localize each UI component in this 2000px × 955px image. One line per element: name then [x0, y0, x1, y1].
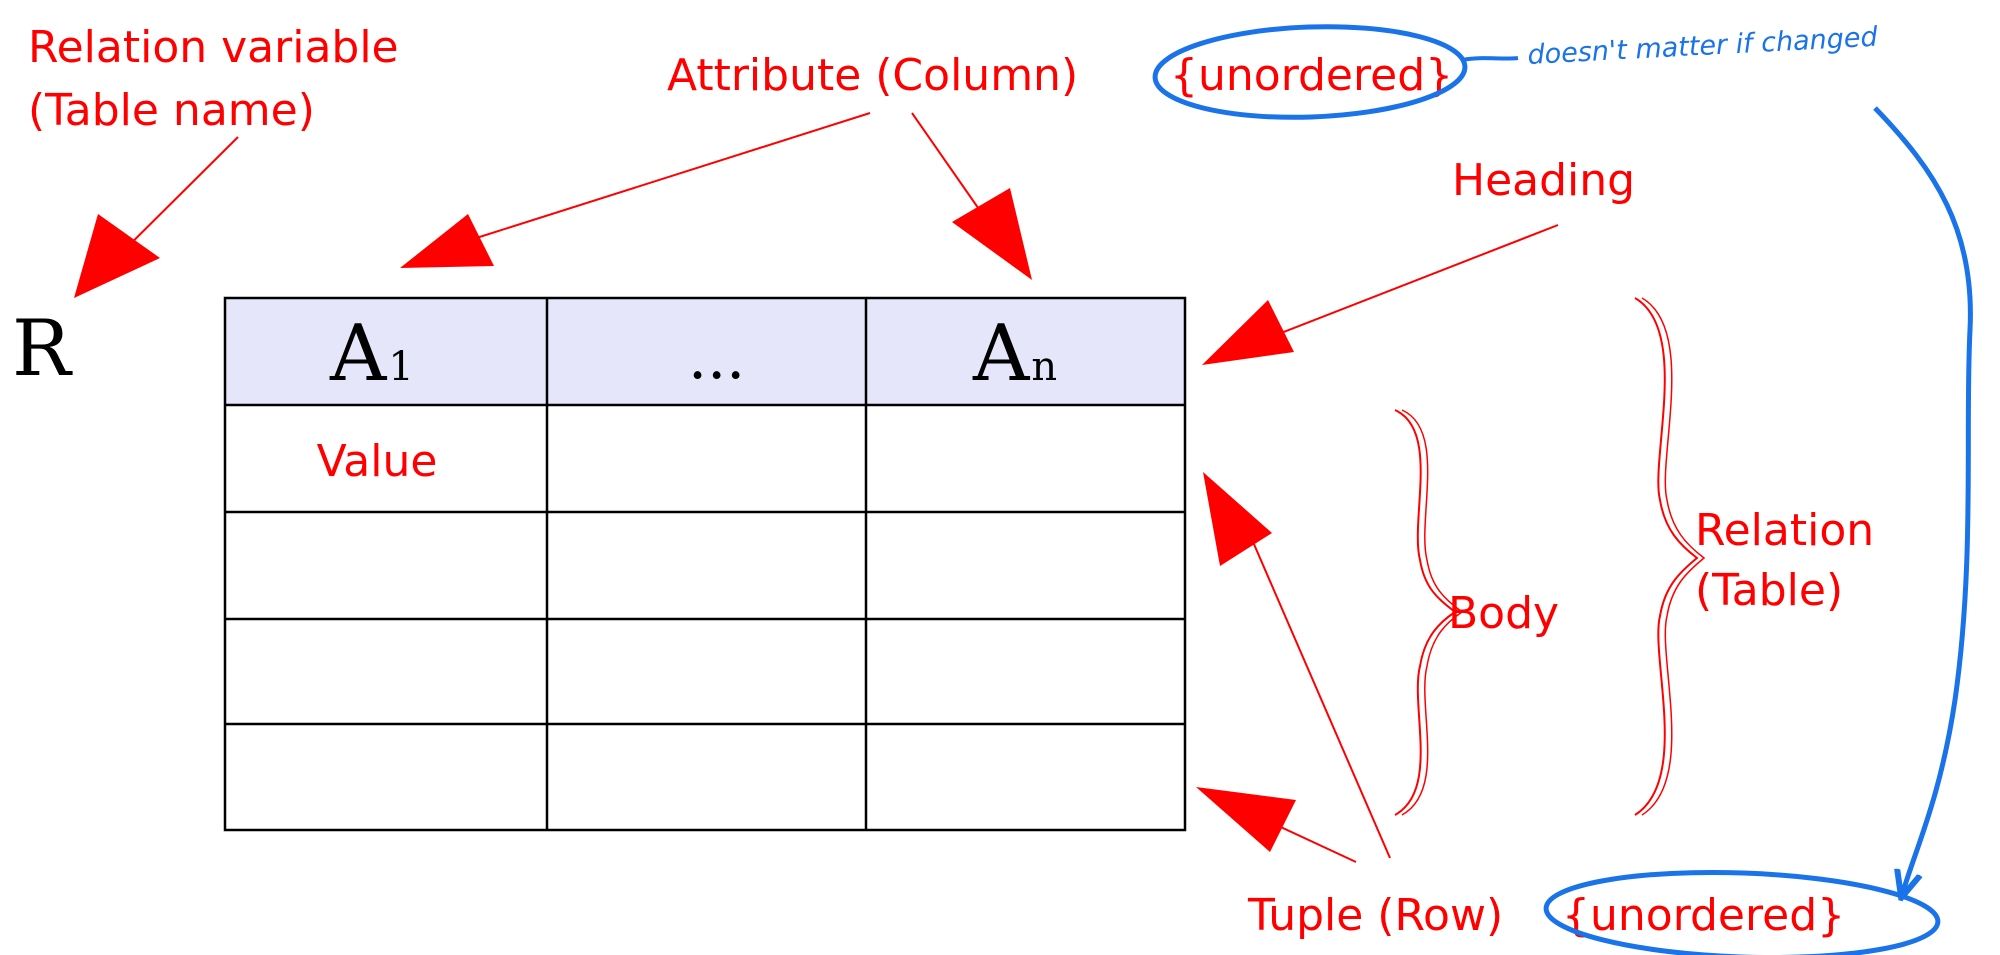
body-label: Body: [1448, 588, 1559, 639]
heading-arrowhead: [1202, 300, 1294, 365]
relation-table: A1 ... An Value: [223, 296, 1187, 832]
relation-variable-label: Relation variable: [28, 22, 399, 73]
tuple-unordered-label: {unordered}: [1562, 890, 1845, 941]
heading-label: Heading: [1452, 155, 1635, 206]
attribute-arrowhead-right: [952, 188, 1032, 280]
header-an: An: [972, 309, 1057, 399]
relation-brace: [1634, 297, 1699, 816]
value-label: Value: [317, 436, 438, 487]
relation-variable-arrowhead: [74, 214, 160, 298]
attribute-label: Attribute (Column): [667, 50, 1078, 101]
body-brace-inner: [1401, 409, 1464, 816]
attribute-unordered-label: {unordered}: [1170, 50, 1453, 101]
relation-brace-inner: [1641, 297, 1706, 816]
handwritten-note: doesn't matter if changed: [1527, 22, 1879, 71]
tuple-unordered-circle: [1543, 869, 1941, 955]
note-connector: [1461, 56, 1519, 62]
table-name-label: (Table name): [28, 85, 315, 136]
relation-label: Relation: [1695, 505, 1874, 556]
attribute-arrowhead-left: [400, 214, 494, 268]
tuple-arrow-up: [1249, 534, 1391, 859]
tuple-arrowhead-up: [1203, 472, 1272, 566]
heading-row-fill: [225, 298, 1185, 405]
attribute-arrow-right: [911, 112, 991, 226]
body-brace: [1394, 409, 1457, 816]
header-ellipsis: ...: [688, 323, 745, 393]
attribute-arrow-left: [469, 112, 871, 241]
tuple-label: Tuple (Row): [1247, 890, 1503, 941]
table-label: (Table): [1695, 565, 1843, 616]
blue-connector-arrow: [1873, 106, 1973, 895]
table-border: [223, 296, 1187, 832]
header-a1: A1: [329, 309, 414, 399]
relation-symbol: R: [12, 304, 73, 394]
tuple-arrow-left: [1269, 821, 1357, 863]
attribute-unordered-circle: [1152, 24, 1468, 120]
heading-arrow: [1257, 224, 1559, 343]
tuple-arrowhead-left: [1196, 787, 1296, 852]
